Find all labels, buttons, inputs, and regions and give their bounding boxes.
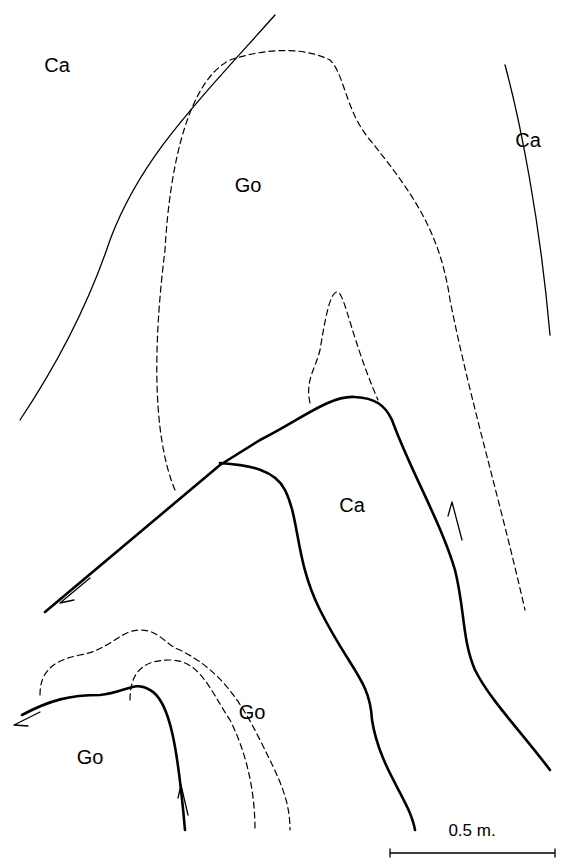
dashed-boundary bbox=[157, 51, 525, 610]
shear-arrow bbox=[448, 502, 462, 540]
dashed-boundary bbox=[130, 660, 255, 830]
rock-unit-label: Ca bbox=[515, 130, 541, 150]
shear-arrow bbox=[60, 578, 90, 603]
fault-line bbox=[22, 686, 185, 830]
shear-arrow bbox=[14, 712, 40, 726]
rock-unit-label: Ca bbox=[44, 55, 70, 75]
scale-bar bbox=[390, 849, 555, 857]
fault-line bbox=[45, 397, 550, 770]
scale-label: 0.5 m. bbox=[448, 822, 495, 839]
rock-unit-label: Ca bbox=[339, 495, 365, 515]
dashed-boundary bbox=[309, 292, 378, 403]
shear-arrow bbox=[178, 785, 188, 815]
dashed-boundary bbox=[40, 630, 290, 830]
bed-boundary bbox=[20, 15, 275, 420]
rock-unit-label: Go bbox=[239, 702, 266, 722]
rock-unit-label: Go bbox=[235, 175, 262, 195]
bed-boundary bbox=[505, 65, 550, 335]
rock-unit-label: Go bbox=[77, 747, 104, 767]
